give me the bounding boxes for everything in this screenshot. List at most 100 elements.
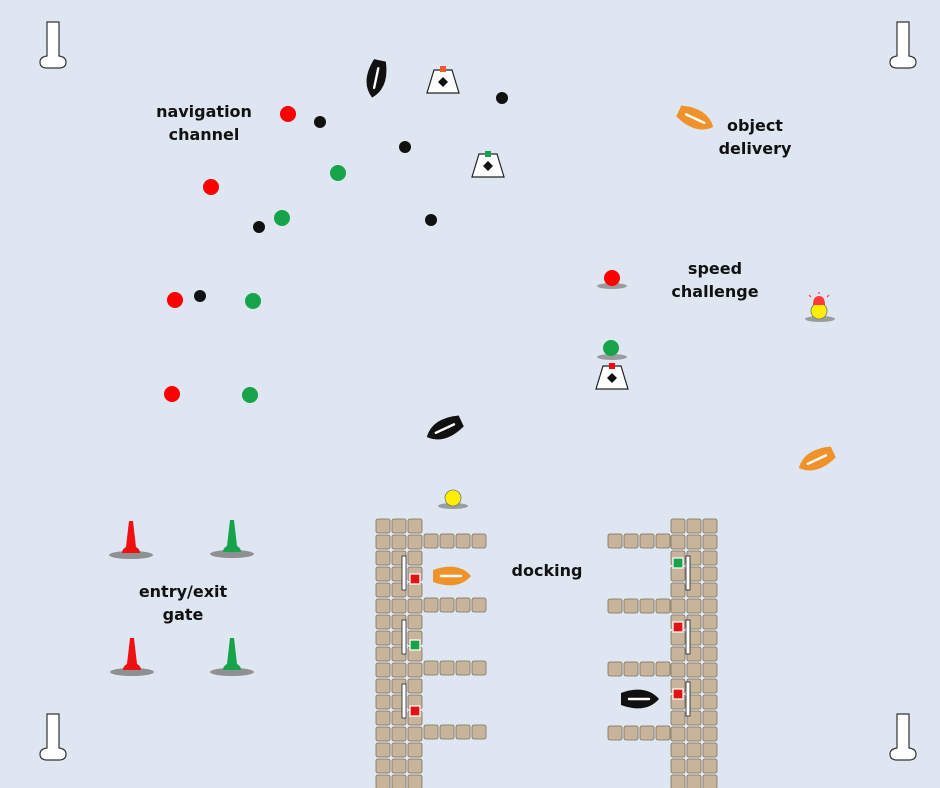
dock-tile [375, 550, 391, 566]
gate-marker-icon [210, 520, 254, 558]
dock-tile [686, 518, 702, 534]
bollard-icon [889, 21, 917, 69]
dock-tile [375, 694, 391, 710]
orange-boat [431, 565, 473, 587]
dock-tile [423, 660, 439, 676]
dock-tile [686, 774, 702, 788]
dock-tile [375, 582, 391, 598]
dock-tile [702, 534, 718, 550]
dock-tile [375, 774, 391, 788]
dock-tile [439, 660, 455, 676]
target-marker-icon [426, 66, 460, 94]
left-dock [375, 518, 487, 788]
slip-indicator-red [409, 573, 421, 585]
dock-tile [391, 742, 407, 758]
dock-tile [375, 678, 391, 694]
black-boat [361, 57, 391, 101]
navigation-channel-buoys [164, 92, 508, 403]
dock-tile [375, 726, 391, 742]
dock-tile [623, 725, 639, 741]
dock-tile [439, 597, 455, 613]
gate-marker-icon [210, 638, 254, 676]
beacon-light-icon [805, 292, 835, 322]
dock-tile [655, 533, 671, 549]
dock-tile [375, 662, 391, 678]
dock-tile [471, 660, 487, 676]
dock-tile [391, 518, 407, 534]
dock-tile [375, 710, 391, 726]
dock-tile [407, 742, 423, 758]
green-buoy [330, 165, 346, 181]
slip-indicator-red [672, 621, 684, 633]
dock-tile [670, 582, 686, 598]
dock-tile [471, 533, 487, 549]
dock-tile [375, 758, 391, 774]
bollard-icon [39, 21, 67, 69]
dock-tile [375, 614, 391, 630]
orange-boat [793, 442, 839, 478]
slip-indicator-red [672, 688, 684, 700]
dock-tile [702, 662, 718, 678]
dock-tile [607, 725, 623, 741]
dock-tile [639, 661, 655, 677]
dock-tile [407, 678, 423, 694]
red-buoy [280, 106, 296, 122]
dock-tile [686, 598, 702, 614]
dock-tile [686, 742, 702, 758]
bollard-icon [889, 713, 917, 761]
black-boat [619, 688, 661, 710]
dock-tile [375, 534, 391, 550]
dock-tile [686, 726, 702, 742]
dock-tile [407, 598, 423, 614]
dock-tile [455, 724, 471, 740]
dock-tile [391, 598, 407, 614]
dock-tile [655, 661, 671, 677]
dock-tile [702, 758, 718, 774]
dock-tile [639, 533, 655, 549]
black-boat [421, 411, 467, 447]
dock-tile [407, 518, 423, 534]
black-buoy [496, 92, 508, 104]
dock-tile [702, 550, 718, 566]
dock-tile [391, 774, 407, 788]
red-buoy [203, 179, 219, 195]
dock-tile [670, 742, 686, 758]
docking-label: docking [511, 561, 583, 580]
dock-tile [375, 566, 391, 582]
dock-tile [686, 534, 702, 550]
dock-tile [407, 534, 423, 550]
dock-tile [391, 662, 407, 678]
dock-tile [670, 630, 686, 646]
dock-tile [407, 582, 423, 598]
dock-tile [455, 533, 471, 549]
dock-tile [455, 597, 471, 613]
dock-tile [407, 614, 423, 630]
bollard-icon [39, 713, 67, 761]
dock-tile [702, 646, 718, 662]
green-buoy [242, 387, 258, 403]
speed-challenge-buoys [597, 270, 627, 360]
dock-tile [471, 724, 487, 740]
black-buoy [253, 221, 265, 233]
dock-tile [623, 533, 639, 549]
black-buoy [425, 214, 437, 226]
dock-tile [375, 598, 391, 614]
dock-tile [471, 597, 487, 613]
dock-tile [702, 518, 718, 534]
dock-tile [375, 646, 391, 662]
dock-tile [391, 726, 407, 742]
dock-tile [639, 598, 655, 614]
dock-tile [407, 662, 423, 678]
dock-tile [670, 646, 686, 662]
dock-tile [375, 742, 391, 758]
dock-tile [702, 774, 718, 788]
slip-indicator-red [409, 705, 421, 717]
dock-tile [375, 630, 391, 646]
black-buoy [399, 141, 411, 153]
green-buoy [274, 210, 290, 226]
dock-tile [670, 566, 686, 582]
